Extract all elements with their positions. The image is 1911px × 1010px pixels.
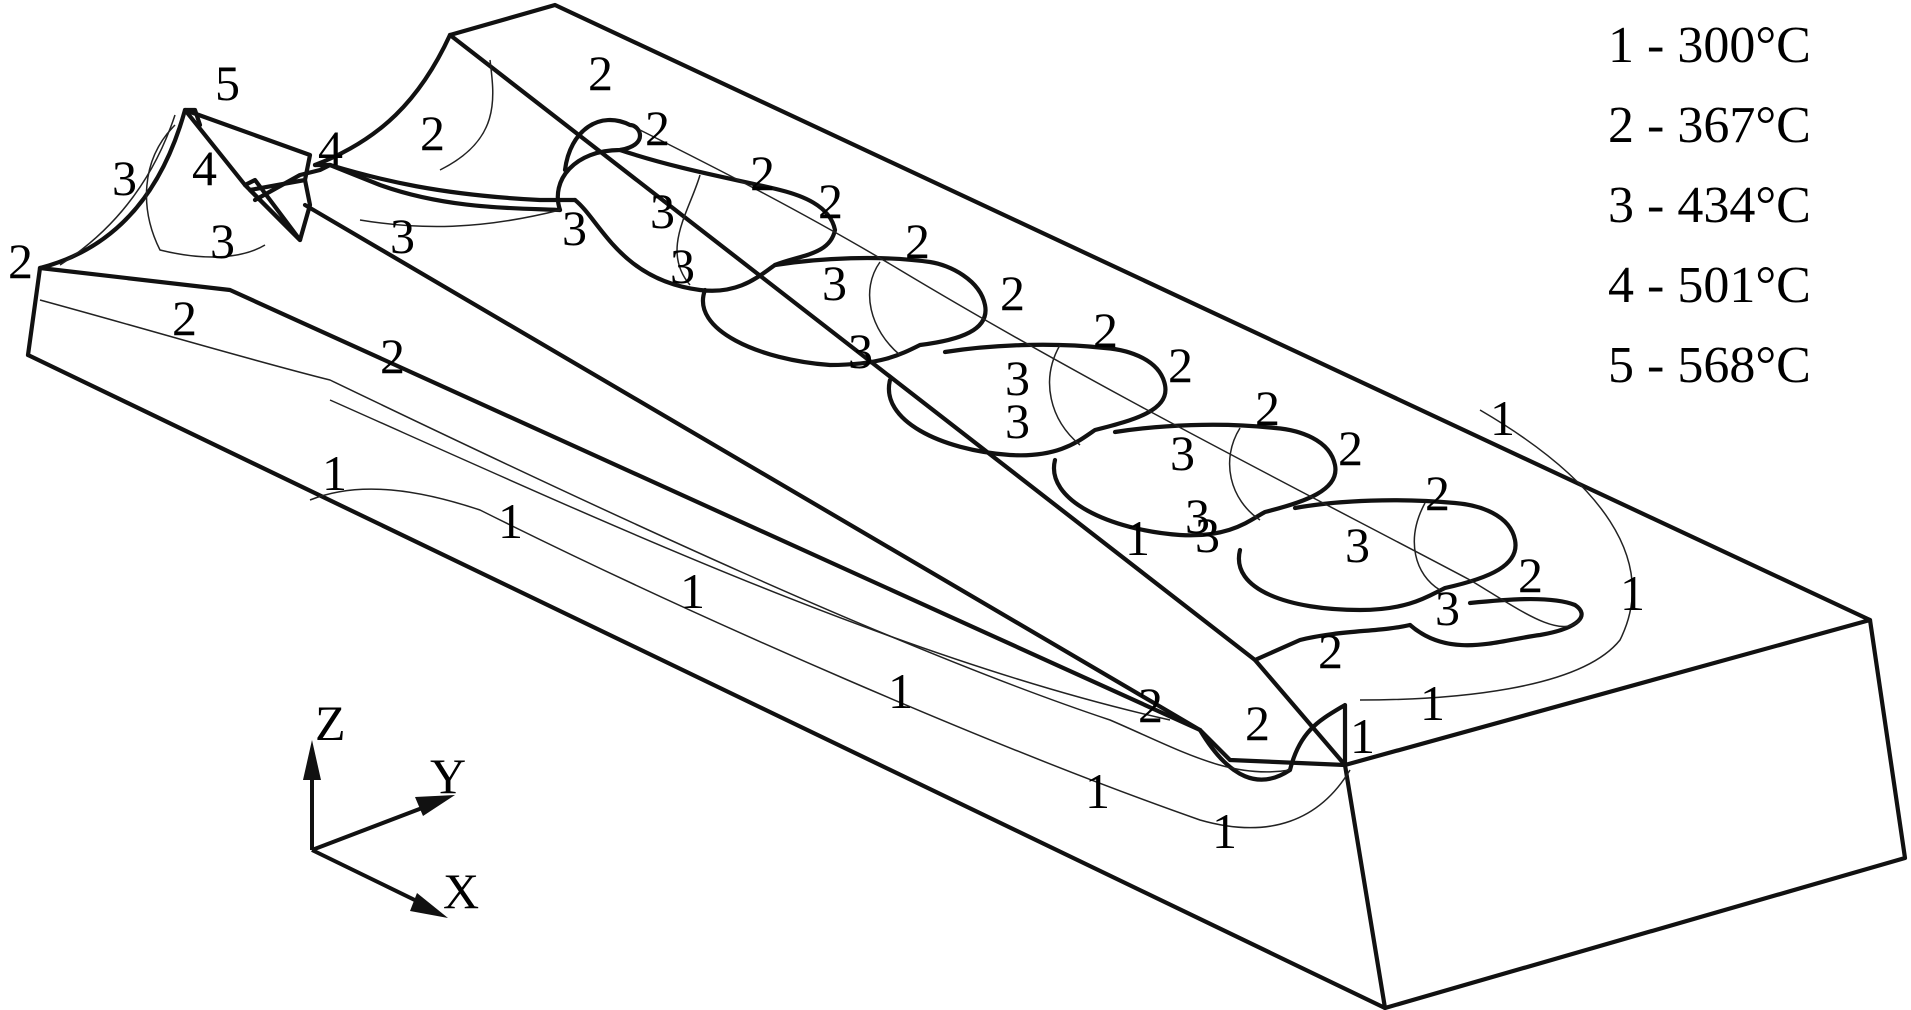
contour-label: 3: [822, 255, 847, 311]
contour-label: 1: [888, 663, 913, 719]
lobe-2-body: [700, 255, 988, 368]
contour-label: 3: [1435, 580, 1460, 636]
legend-entry-5: 5 - 568°C: [1608, 337, 1811, 394]
y-axis-line: [311, 803, 431, 852]
z-axis-label: Z: [315, 695, 346, 751]
contour-label: 2: [1245, 695, 1270, 751]
weld-bead-lobes: [327, 118, 1584, 663]
contour-label: 2: [380, 328, 405, 384]
contour-label: 3: [670, 238, 695, 294]
contour-label: 3: [210, 213, 235, 269]
isotherms: [39, 59, 1634, 829]
isotherm-lobe-1: [676, 174, 701, 286]
axes-triad: Z Y X: [303, 695, 479, 919]
contour-label: 2: [1425, 465, 1450, 521]
contour-label: 2: [1255, 380, 1280, 436]
contour-label: 2: [818, 173, 843, 229]
legend-entry-2: 2 - 367°C: [1608, 97, 1811, 154]
lobe-1: [555, 118, 643, 213]
legend: 1 - 300°C 2 - 367°C 3 - 434°C 4 - 501°C …: [1608, 17, 1811, 394]
contour-label: 2: [645, 100, 670, 156]
lobe-1-body: [572, 147, 838, 293]
groove-channel-lower: [302, 202, 1203, 733]
x-axis-label: X: [443, 863, 479, 919]
isotherm-inner-front: [329, 399, 1171, 721]
contour-label: 1: [322, 445, 347, 501]
lobe-5-body: [1236, 498, 1518, 613]
contour-label: 2: [750, 145, 775, 201]
isotherm-lobe-3: [1048, 344, 1081, 446]
contour-label: 2: [1168, 337, 1193, 393]
isotherm-back-wall: [639, 129, 1581, 628]
contour-label: 2: [588, 45, 613, 101]
x-axis-arrowhead: [410, 893, 448, 918]
bead-left-tail: [327, 162, 578, 203]
contour-label: 2: [1318, 623, 1343, 679]
contour-label: 2: [1000, 265, 1025, 321]
contour-label: 1: [1350, 708, 1375, 764]
contour-label: 2: [1518, 547, 1543, 603]
legend-entry-3: 3 - 434°C: [1608, 177, 1811, 234]
contour-label: 1: [1125, 510, 1150, 566]
groove-channel-upper: [327, 162, 563, 213]
contour-label: 1: [680, 563, 705, 619]
contour-label: 1: [1420, 675, 1445, 731]
x-axis-line: [311, 848, 426, 907]
contour-label: 3: [390, 208, 415, 264]
isotherm-lobe-5: [1413, 502, 1441, 591]
contour-label: 3: [1005, 350, 1030, 406]
contour-label: 4: [318, 120, 343, 176]
contour-label: 2: [905, 213, 930, 269]
front-face-bottom-edge: [25, 352, 1388, 1010]
legend-entry-4: 4 - 501°C: [1608, 257, 1811, 314]
isotherm-1-front: [309, 488, 1351, 829]
isotherm-lobe-2: [868, 261, 901, 356]
y-axis-arrowhead: [415, 795, 455, 816]
y-axis-label: Y: [430, 748, 466, 804]
isotherm-3-back: [359, 209, 561, 228]
contour-label: 2: [8, 233, 33, 289]
legend-entry-1: 1 - 300°C: [1608, 17, 1811, 74]
contour-label: 3: [1170, 425, 1195, 481]
contour-label: 1: [1620, 565, 1645, 621]
contour-label: 3: [1185, 488, 1210, 544]
contour-label: 3: [1345, 517, 1370, 573]
right-face: [1342, 617, 1908, 1010]
contour-label: 3: [562, 200, 587, 256]
isotherm-lobe-4: [1228, 427, 1261, 521]
contour-label: 2: [1093, 302, 1118, 358]
front-face-left-edge: [25, 265, 43, 358]
bead-wedge: [242, 177, 313, 243]
isotherm-2-front: [39, 299, 1291, 773]
contour-label: 4: [192, 140, 217, 196]
contour-label: 2: [420, 105, 445, 161]
contour-label: 3: [112, 150, 137, 206]
lobe-4-body: [1051, 422, 1338, 538]
back-wall-top-edge: [447, 2, 1873, 623]
contour-label: 1: [1085, 763, 1110, 819]
contour-label: 3: [1195, 507, 1220, 563]
block-outline: [25, 2, 1908, 1010]
contour-label: 2: [172, 290, 197, 346]
isotherm-3-left: [145, 124, 266, 258]
contour-label: 1: [498, 493, 523, 549]
contour-labels: 5 4 4 3 3 3 2 2 2 2 2 2 2 2 2 2 2 2 2 2 …: [8, 45, 1645, 859]
contour-label: 1: [1490, 390, 1515, 446]
contour-label: 5: [215, 55, 240, 111]
contour-label: 1: [1212, 803, 1237, 859]
contour-label: 3: [848, 323, 873, 379]
lobe-3-body: [886, 342, 1168, 458]
isotherm-1-back: [1359, 409, 1634, 701]
contour-label: 2: [1338, 420, 1363, 476]
left-end-back-groove: [312, 32, 453, 168]
isotherm-2-back: [439, 59, 494, 171]
contour-label: 3: [1005, 393, 1030, 449]
contour-label: 2: [1138, 677, 1163, 733]
back-wall-inner-edge: [447, 32, 1348, 768]
z-axis-arrowhead: [303, 740, 321, 780]
bead-right-tail: [1252, 622, 1413, 663]
contour-label: 3: [650, 183, 675, 239]
